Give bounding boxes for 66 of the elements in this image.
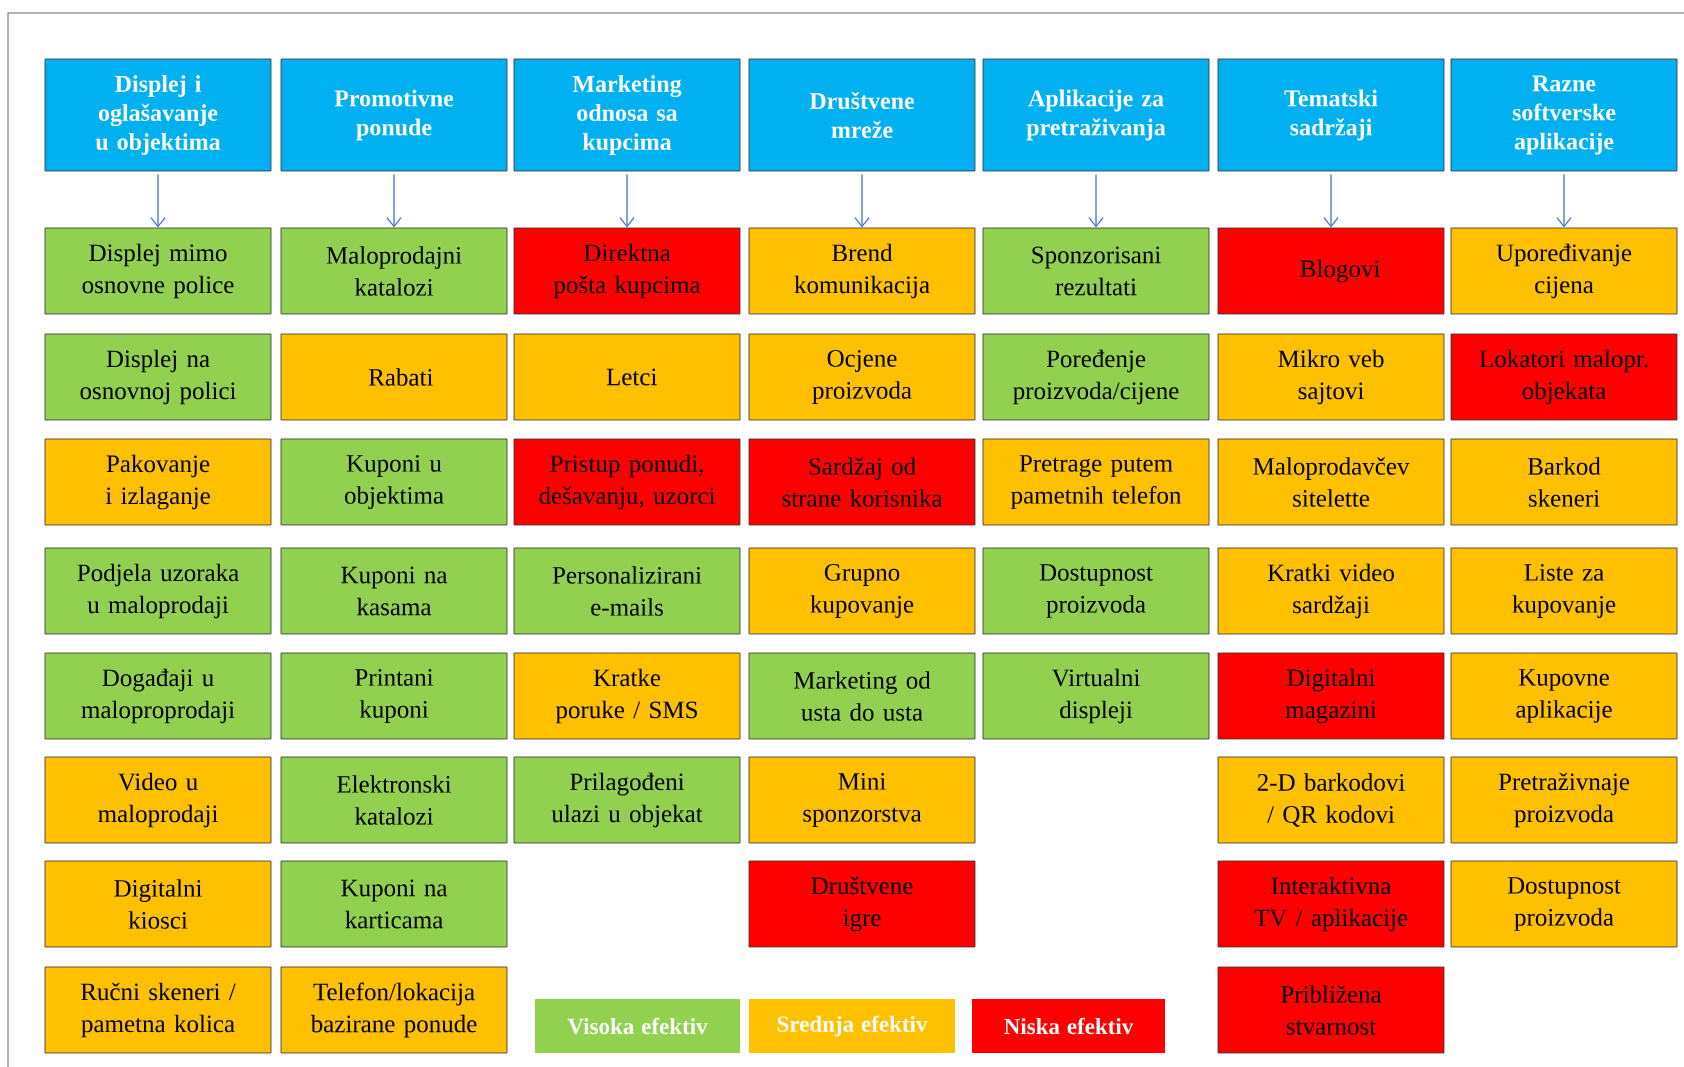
tool-box: Digitalni kiosci xyxy=(44,860,272,948)
tool-box: Maloprodavčev sitelette xyxy=(1217,438,1445,526)
arrow xyxy=(854,173,870,228)
category-header-box: Društvene mreže xyxy=(748,58,976,172)
tool-box: Ocjene proizvoda xyxy=(748,333,976,421)
tool-box: Displej mimo osnovne police xyxy=(44,227,272,315)
tool-box: Približena stvarnost xyxy=(1217,966,1445,1054)
tool-box: Društvene igre xyxy=(748,860,976,948)
arrow xyxy=(1323,173,1339,228)
tool-box: Sardžaj od strane korisnika xyxy=(748,438,976,526)
tool-box: Kuponi na karticama xyxy=(280,860,508,948)
tool-box: Kratke poruke / SMS xyxy=(513,652,741,740)
tool-box: Pretrage putem pametnih telefon xyxy=(982,438,1210,526)
tool-box: Pretraživnaje proizvoda xyxy=(1450,756,1678,844)
tool-box: Direktna pošta kupcima xyxy=(513,227,741,315)
tool-box: Virtualni displeji xyxy=(982,652,1210,740)
tool-box: Displej na osnovnoj polici xyxy=(44,333,272,421)
category-header-box: Marketing odnosa sa kupcima xyxy=(513,58,741,172)
tool-box: Pakovanje i izlaganje xyxy=(44,438,272,526)
tool-box: Ručni skeneri / pametna kolica xyxy=(44,966,272,1054)
tool-box: Kratki video sardžaji xyxy=(1217,547,1445,635)
tool-box: Barkod skeneri xyxy=(1450,438,1678,526)
tool-box: Elektronski katalozi xyxy=(280,756,508,844)
tool-box: Kuponi na kasama xyxy=(280,547,508,635)
tool-box: Kupovne aplikacije xyxy=(1450,652,1678,740)
arrow xyxy=(386,173,402,228)
tool-box: Liste za kupovanje xyxy=(1450,547,1678,635)
arrow xyxy=(1088,173,1104,228)
tool-box: Digitalni magazini xyxy=(1217,652,1445,740)
tool-box: Video u maloprodaji xyxy=(44,756,272,844)
tool-box: Upoređivanje cijena xyxy=(1450,227,1678,315)
tool-box: Rabati xyxy=(280,333,508,421)
legend-label: Visoka efektiv xyxy=(567,1017,708,1035)
tool-box: Telefon/lokacija bazirane ponude xyxy=(280,966,508,1054)
tool-box: Brend komunikacija xyxy=(748,227,976,315)
tool-box: Interaktivna TV / aplikacije xyxy=(1217,860,1445,948)
tool-box: Maloprodajni katalozi xyxy=(280,227,508,315)
tool-box: Podjela uzoraka u maloprodaji xyxy=(44,547,272,635)
arrow xyxy=(150,173,166,228)
tool-box: Događaji u maloproprodaji xyxy=(44,652,272,740)
tool-box: Dostupnost proizvoda xyxy=(1450,860,1678,948)
arrow xyxy=(1556,173,1572,228)
legend-label: Niska efektiv xyxy=(1004,1017,1134,1035)
category-header-box: Aplikacije za pretraživanja xyxy=(982,58,1210,172)
category-header-box: Promotivne ponude xyxy=(280,58,508,172)
tool-box: Printani kuponi xyxy=(280,652,508,740)
tool-box: Pristup ponudi, dešavanju, uzorci xyxy=(513,438,741,526)
tool-box: Poređenje proizvoda/cijene xyxy=(982,333,1210,421)
tool-box: Prilagođeni ulazi u objekat xyxy=(513,756,741,844)
legend-label: Srednja efektiv xyxy=(777,1015,928,1037)
tool-box: Marketing od usta do usta xyxy=(748,652,976,740)
tool-box: Sponzorisani rezultati xyxy=(982,227,1210,315)
tool-box: Dostupnost proizvoda xyxy=(982,547,1210,635)
tool-box: Blogovi xyxy=(1217,227,1445,315)
category-header-box: Tematski sadržaji xyxy=(1217,58,1445,172)
tool-box: Mikro veb sajtovi xyxy=(1217,333,1445,421)
tool-box: Kuponi u objektima xyxy=(280,438,508,526)
category-header-box: Displej i oglašavanje u objektima xyxy=(44,58,272,172)
category-header-box: Razne softverske aplikacije xyxy=(1450,58,1678,172)
tool-box: Mini sponzorstva xyxy=(748,756,976,844)
tool-box: Letci xyxy=(513,333,741,421)
tool-box: Grupno kupovanje xyxy=(748,547,976,635)
tool-box: 2-D barkodovi / QR kodovi xyxy=(1217,756,1445,844)
tool-box: Lokatori malopr. objekata xyxy=(1450,333,1678,421)
arrow xyxy=(619,173,635,228)
tool-box: Personalizirani e-mails xyxy=(513,547,741,635)
